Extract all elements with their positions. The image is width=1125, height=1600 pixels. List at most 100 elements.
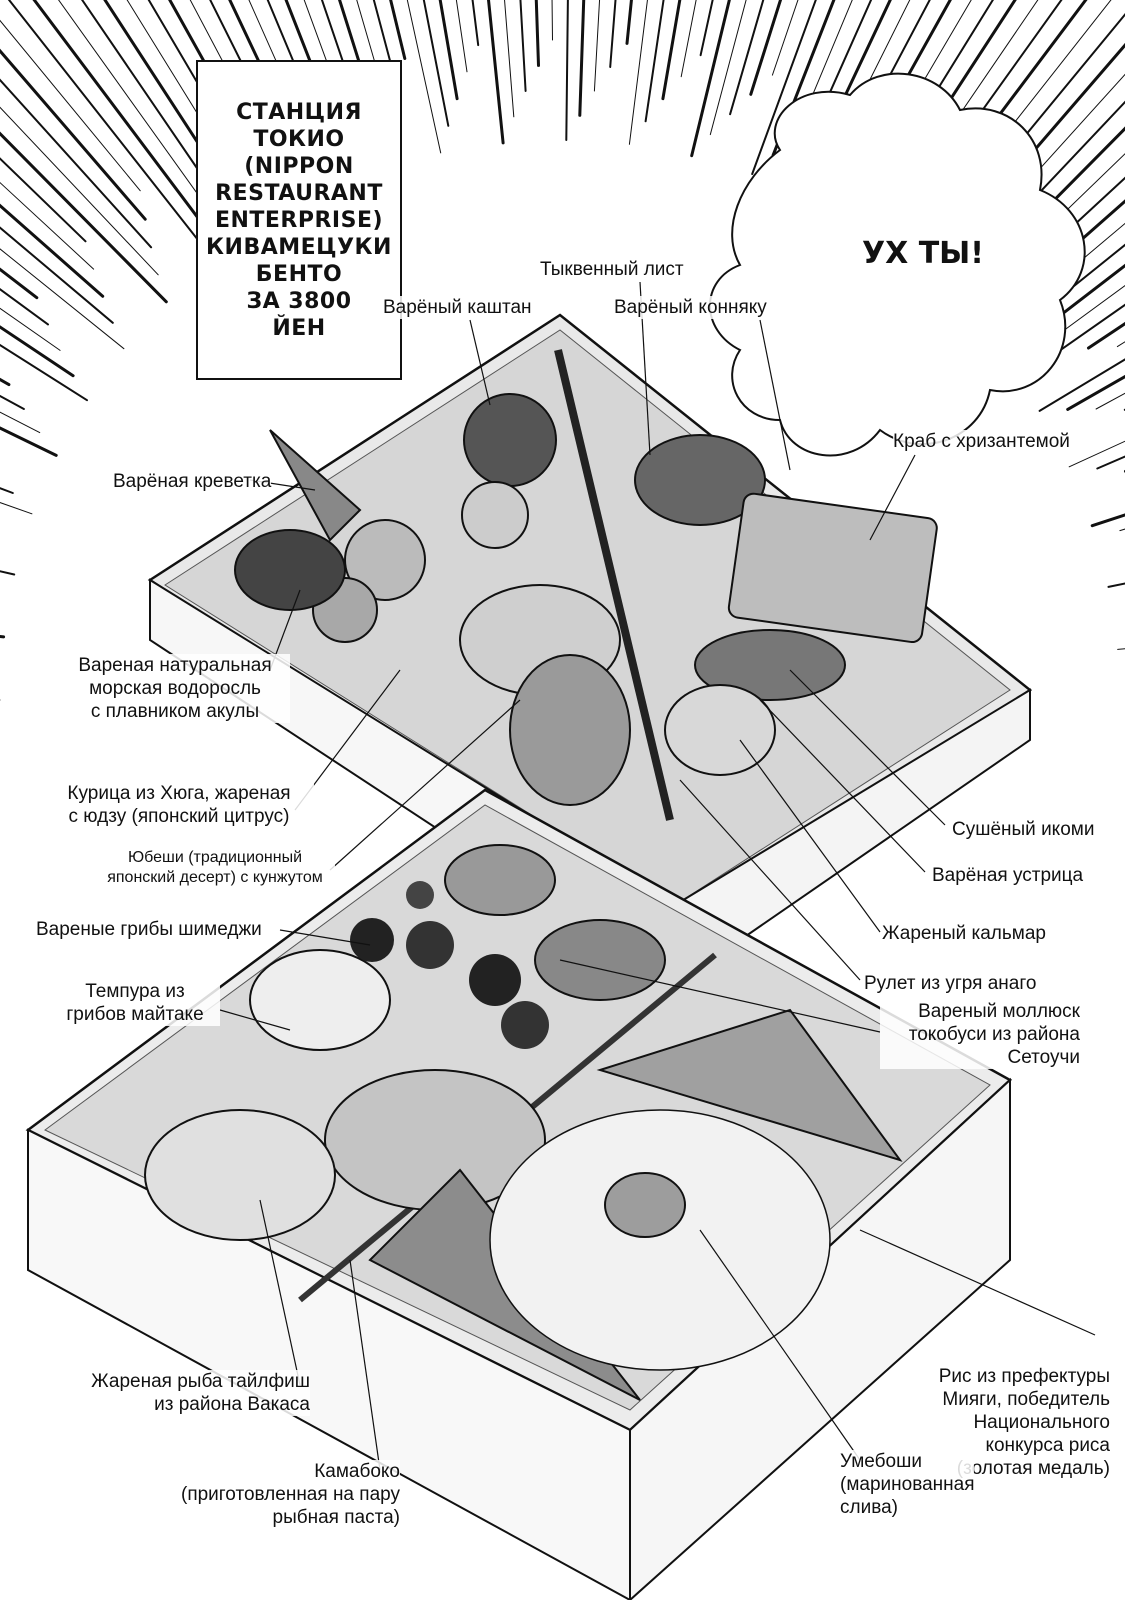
speed-line [1107,582,1125,588]
speed-line [0,19,141,192]
leader-line [759,319,791,471]
speed-line [0,287,49,326]
speed-line [32,0,211,234]
label-tilefish: Жареная рыба тайлфиш из района Вакаса [80,1370,310,1416]
speed-line [578,0,586,117]
speed-line [519,0,527,92]
speed-line [690,0,731,158]
leader-line [739,739,881,933]
speed-line [356,0,391,115]
speed-line [303,0,334,81]
thought-cloud [709,72,1086,457]
leader-line [279,929,371,946]
speed-line [625,0,633,45]
speed-line [749,0,783,96]
leader-line [869,454,916,541]
leader-line [699,1229,861,1461]
speed-line [644,0,665,123]
speed-line [0,157,87,243]
speed-line [81,0,203,177]
leader-line [859,1229,1096,1336]
speed-line [565,0,569,141]
leader-line [679,779,861,981]
label-chicken: Курица из Хюга, жареная с юдзу (японский… [44,782,314,828]
speed-line [1031,284,1125,355]
caption-text: СТАНЦИЯ ТОКИО (NIPPON RESTAURANT ENTERPR… [206,99,392,341]
speed-line [0,343,88,402]
speed-line [0,570,16,576]
speed-line [534,0,540,67]
speed-line [729,0,765,116]
speed-line [1002,263,1125,361]
label-umeboshi: Умебоши (маринованная слива) [840,1450,975,1519]
leader-line [469,319,491,406]
speed-line [103,0,202,149]
label-ikomi: Сушёный икоми [952,818,1095,841]
label-yubeshi: Юбеши (традиционный японский десерт) с к… [95,848,335,888]
speed-line [406,0,442,154]
speed-line [771,0,799,76]
label-maitake: Темпура из грибов майтаке [50,980,220,1026]
speed-line [0,203,105,298]
speed-line [794,0,853,138]
label-shrimp: Варёная креветка [113,470,272,493]
speed-line [1038,358,1125,412]
label-seaweed: Вареная натуральная морская водоросль с … [60,654,290,723]
speed-line [58,0,206,205]
speed-line [1117,648,1125,650]
leader-line [329,699,521,871]
speed-line [0,48,147,221]
speed-line [0,106,159,276]
label-oyster: Варёная устрица [932,864,1084,887]
label-anago: Рулет из угря анаго [864,972,1037,995]
speed-line [840,0,892,105]
bottom-bento-box [25,788,1013,1600]
speed-line [284,0,331,111]
speed-line [504,0,515,118]
leader-line [759,699,926,873]
leader-line [259,1199,301,1386]
speed-line [995,100,1125,240]
label-kamaboko: Камабоко (приготовленная на пару рыбная … [178,1460,400,1529]
leader-line [789,669,946,826]
label-crab: Краб с хризантемой [893,430,1070,453]
speed-line [0,426,58,457]
speed-line [7,0,215,261]
caption-box: СТАНЦИЯ ТОКИО (NIPPON RESTAURANT ENTERPR… [196,60,402,380]
leader-line [559,959,881,1033]
leader-line [219,1009,291,1031]
speed-line [438,0,459,101]
label-tokobushi: Вареный моллюск токобуси из района Сетоу… [880,1000,1080,1069]
speed-line [661,0,682,101]
speed-line [1090,513,1125,528]
label-konjac: Варёный конняку [614,296,767,319]
speed-line [771,0,836,157]
exclamation-text: УХ ТЫ! [862,236,984,271]
speed-line [816,0,873,121]
speed-line [487,0,505,145]
speed-line [1022,126,1125,233]
speed-line [0,325,75,378]
speed-line [0,131,168,304]
speed-line [209,0,266,111]
speed-line [1044,222,1125,292]
speed-line [0,248,125,350]
speed-line [0,78,153,249]
label-chestnut: Варёный каштан [383,296,532,319]
speed-line [699,0,714,57]
leader-line [349,1259,381,1471]
speed-line [593,0,601,92]
label-pumpkin-leaf: Тыквенный лист [540,258,684,281]
label-shimeji: Вареные грибы шимеджи [36,918,262,941]
speed-line [906,0,994,140]
label-squid: Жареный кальмар [882,922,1046,945]
speed-line [372,0,398,88]
speed-line [680,0,697,78]
speed-line [751,0,817,175]
speed-line [0,181,95,270]
speed-line [628,0,648,145]
speed-line [709,0,747,136]
speed-line [389,0,407,60]
